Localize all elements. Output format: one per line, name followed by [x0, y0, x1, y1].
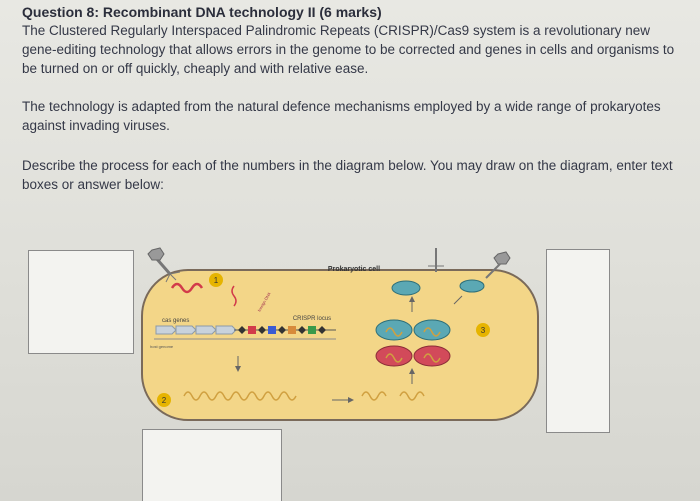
cas-genes-label: cas genes: [162, 318, 189, 324]
step-1-number: 1: [214, 276, 219, 285]
loading-arrowhead: [409, 368, 415, 374]
cas9-complex-icon: [375, 319, 451, 367]
transcription-arrowhead: [235, 366, 241, 372]
targeting-arrowhead: [409, 296, 415, 302]
step-3-number: 3: [481, 326, 486, 335]
virus-right-icon: [485, 251, 511, 279]
pre-crrna-transcript: [183, 391, 297, 401]
intro-paragraph: The Clustered Regularly Interspaced Pali…: [22, 23, 675, 76]
crispr-locus-array: [234, 326, 336, 334]
crispr-diagram: Prokaryotic cell 1 cas genes host genome…: [141, 247, 539, 421]
step-1-marker: [209, 273, 223, 287]
answer-box-step-1[interactable]: [28, 250, 134, 354]
step-2-marker: [157, 393, 171, 407]
answer-box-step-3[interactable]: [546, 249, 610, 433]
guide-rna-icons: [385, 327, 441, 363]
cell-label: Prokaryotic cell: [328, 266, 380, 273]
cleavage-arrow: [453, 295, 463, 305]
mature-crrna: [361, 391, 425, 401]
cas-genes-arrows: [155, 325, 237, 335]
processing-arrowhead: [348, 397, 354, 403]
virus-left-icon: [147, 247, 181, 283]
prokaryotic-cell: [141, 269, 539, 421]
cas9-target-icons: [391, 279, 485, 296]
dna-fragment-icon: [231, 285, 237, 307]
step-3-marker: [476, 323, 490, 337]
host-genome-label: host genome: [150, 344, 174, 349]
background-paragraph: The technology is adapted from the natur…: [22, 99, 661, 133]
virus-top-icon: [428, 248, 444, 272]
answer-box-step-2[interactable]: [142, 429, 282, 501]
step-2-number: 2: [162, 396, 167, 405]
crispr-locus-label: CRISPR locus: [293, 316, 331, 322]
instructions-paragraph: Describe the process for each of the num…: [22, 158, 673, 192]
foreign-dna-icon: [170, 282, 204, 294]
question-title: Question 8: Recombinant DNA technology I…: [22, 4, 382, 20]
